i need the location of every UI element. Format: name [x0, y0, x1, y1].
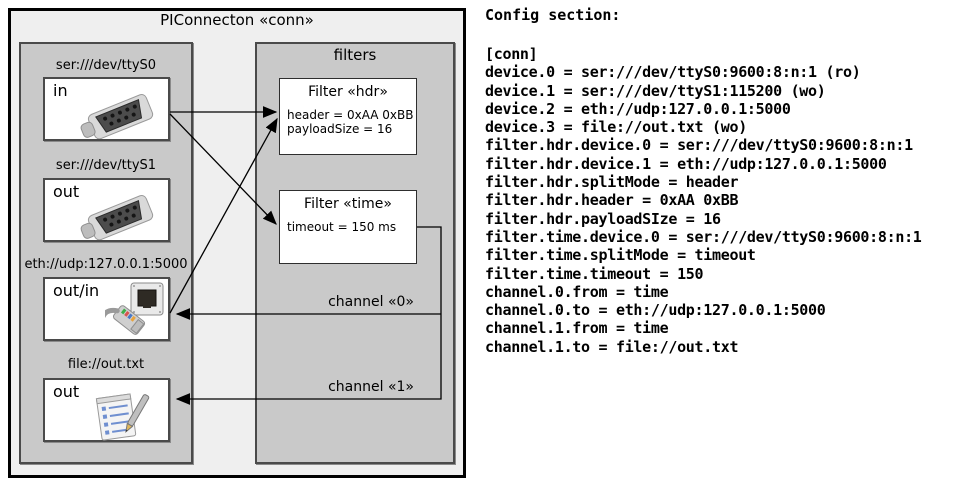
port-label: out	[53, 182, 80, 201]
config-line: filter.hdr.splitMode = header	[485, 173, 739, 192]
config-line: filter.hdr.header = 0xAA 0xBB	[485, 191, 739, 210]
port-label: in	[53, 81, 68, 100]
filter-title: Filter «time»	[304, 196, 392, 212]
config-line: channel.1.to = file://out.txt	[485, 337, 739, 356]
device-box-file: out	[43, 378, 170, 442]
filter-box-hdr: Filter «hdr» header = 0xAA 0xBB payloadS…	[279, 78, 417, 155]
config-line: filter.time.splitMode = timeout	[485, 246, 756, 265]
serial-connector-icon	[80, 94, 154, 139]
ethernet-connector-icon	[105, 282, 164, 335]
config-line: channel.0.to = eth://udp:127.0.0.1:5000	[485, 301, 826, 320]
config-line: filter.time.device.0 = ser:///dev/ttyS0:…	[485, 227, 922, 246]
filter-param: header = 0xAA 0xBB	[287, 108, 414, 122]
serial-connector-icon	[80, 195, 154, 240]
device-box-ttys0: in	[43, 77, 170, 141]
config-heading: Config section:	[485, 6, 621, 24]
device-label-ttys0: ser:///dev/ttyS0	[55, 58, 157, 73]
config-line: device.2 = eth://udp:127.0.0.1:5000	[485, 99, 791, 118]
config-lines: [conn]device.0 = ser:///dev/ttyS0:9600:8…	[485, 45, 963, 356]
diagram-title: PIConnecton «conn»	[160, 11, 314, 29]
filters-panel-label: filters	[333, 46, 377, 64]
port-label: out/in	[53, 281, 100, 300]
port-label: out	[53, 382, 80, 401]
channel-1-label: channel «1»	[328, 379, 414, 395]
config-line: channel.0.from = time	[485, 282, 669, 301]
notepad-pen-icon	[95, 393, 150, 441]
device-label-eth: eth://udp:127.0.0.1:5000	[24, 257, 188, 272]
device-box-eth: out/in	[43, 277, 170, 341]
config-line: device.1 = ser:///dev/ttyS1:115200 (wo)	[485, 81, 826, 100]
filter-title: Filter «hdr»	[308, 84, 388, 100]
config-section: Config section: [conn]device.0 = ser:///…	[485, 6, 963, 356]
config-line: [conn]	[485, 45, 538, 63]
device-label-ttys1: ser:///dev/ttyS1	[55, 158, 157, 173]
filter-param: timeout = 150 ms	[287, 220, 397, 234]
config-line: filter.time.timeout = 150	[485, 264, 704, 283]
config-line: filter.hdr.device.1 = eth://udp:127.0.0.…	[485, 154, 887, 173]
config-line: device.3 = file://out.txt (wo)	[485, 118, 747, 137]
filter-param: payloadSize = 16	[287, 122, 393, 136]
config-line: filter.hdr.payloadSIze = 16	[485, 209, 721, 228]
channel-0-label: channel «0»	[328, 294, 414, 310]
config-line: channel.1.from = time	[485, 319, 669, 338]
filter-box-time: Filter «time» timeout = 150 ms	[279, 190, 417, 264]
device-label-file: file://out.txt	[67, 357, 145, 372]
device-box-ttys1: out	[43, 178, 170, 242]
config-line: filter.hdr.device.0 = ser:///dev/ttyS0:9…	[485, 136, 913, 155]
config-line: device.0 = ser:///dev/ttyS0:9600:8:n:1 (…	[485, 63, 861, 82]
